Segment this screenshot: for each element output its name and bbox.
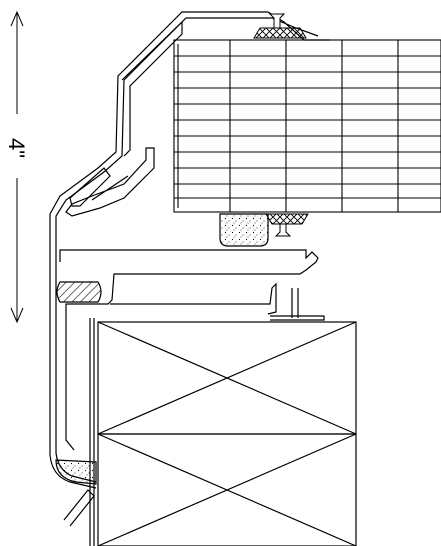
- flashing-leg: [63, 489, 95, 527]
- clip-flange: [270, 315, 325, 321]
- framing-box-upper-diag-2: [97, 321, 357, 435]
- frame-outer-profile: [49, 11, 330, 489]
- framing-box-lower: [97, 433, 357, 546]
- glazing-gasket-bottom: [265, 213, 309, 237]
- frame-sill-channel: [59, 249, 319, 451]
- sealant-bead: [55, 459, 97, 485]
- framing-member: [89, 318, 357, 546]
- dimension-arrow-down-icon: [10, 307, 24, 324]
- thermal-break: [56, 281, 102, 303]
- dimension-indicator: 4": [4, 10, 29, 324]
- glass-outline: [173, 39, 441, 213]
- clip-post: [291, 288, 299, 318]
- setting-block: [219, 213, 269, 247]
- frame-lip: [110, 282, 277, 315]
- frame-extrusion: [49, 11, 330, 489]
- flashing-clip: [63, 288, 325, 527]
- gasket-top-body: [253, 27, 307, 39]
- framing-box-lower-diag-2: [97, 433, 357, 546]
- gasket-bottom-stem: [274, 223, 292, 237]
- dimension-arrow-up-icon: [10, 10, 24, 27]
- gasket-top-stem: [268, 13, 286, 29]
- dimension-label: 4": [4, 138, 29, 158]
- frame-upper-leg: [121, 20, 183, 157]
- bead-rib: [91, 175, 129, 201]
- bead-profile: [65, 147, 155, 217]
- glazing-gasket-top: [253, 13, 307, 39]
- glass-unit: [173, 39, 441, 213]
- glazing-bead-left: [65, 147, 155, 217]
- gasket-bottom-body: [265, 213, 309, 225]
- bead-slot: [69, 167, 111, 207]
